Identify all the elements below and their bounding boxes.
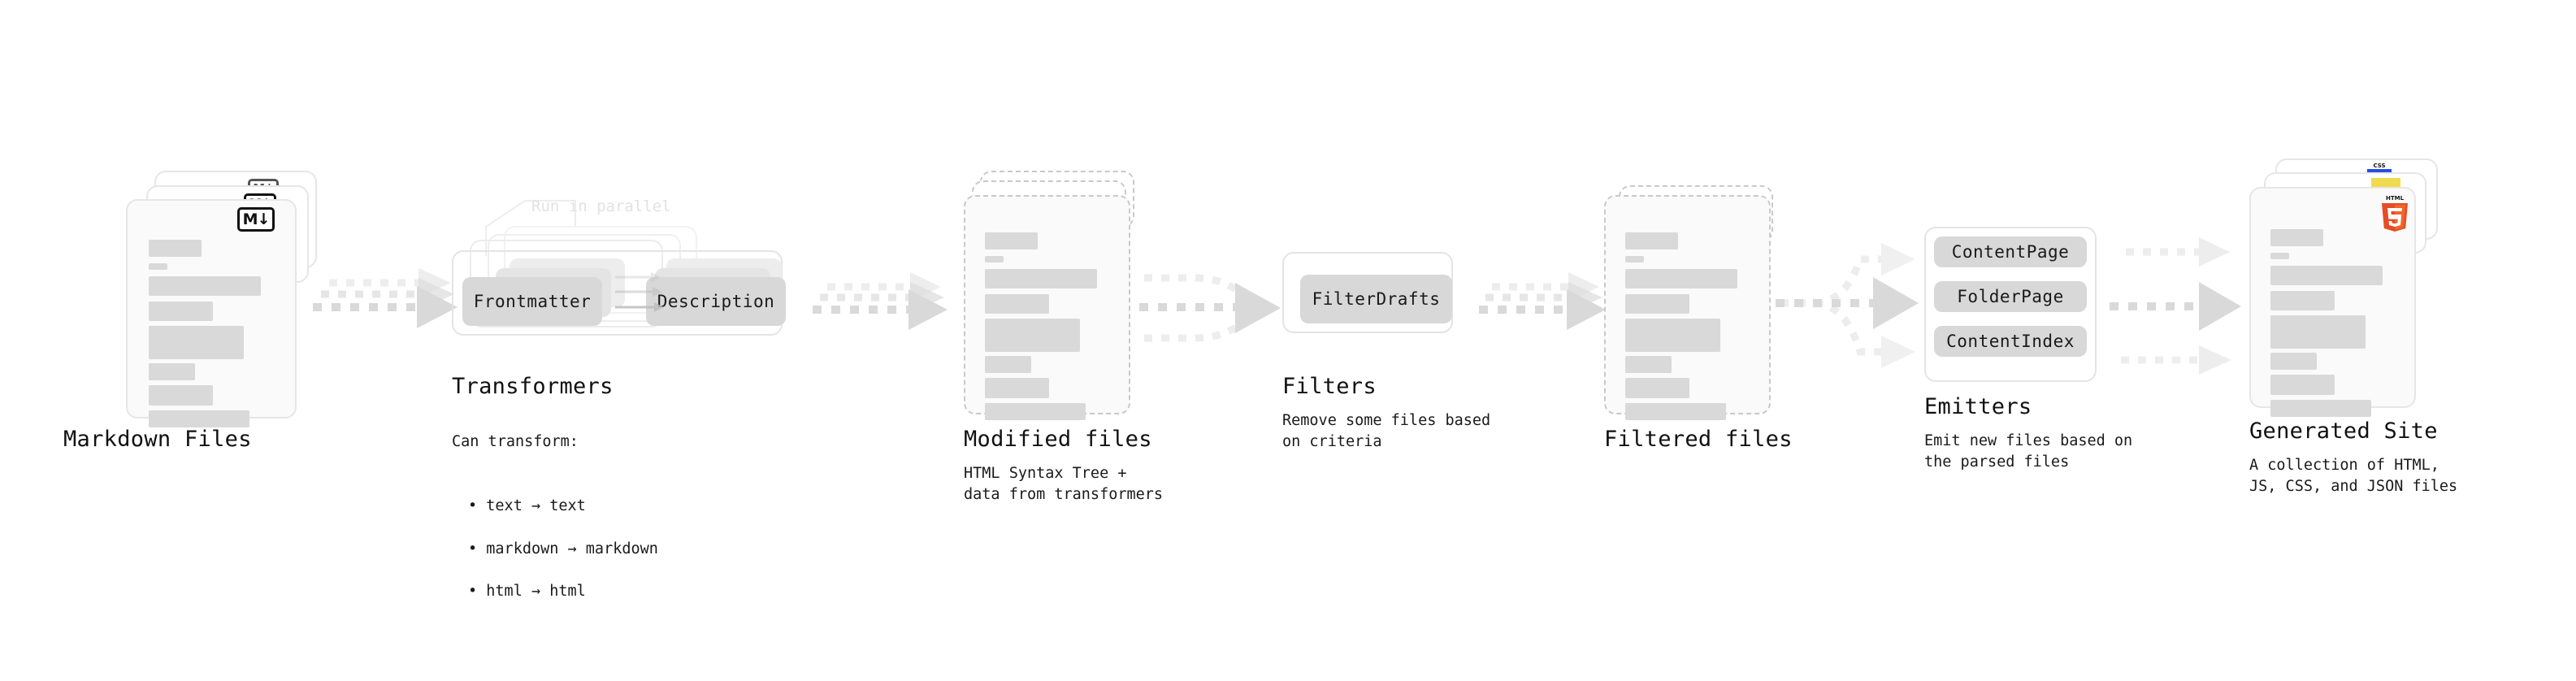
- generated-card-front: [2249, 187, 2416, 417]
- stage-title-filtered-files: Filtered files: [1604, 427, 1793, 452]
- skeleton-bar: [149, 263, 167, 270]
- stage-title-markdown-files: Markdown Files: [63, 427, 252, 452]
- modified-card-front: [964, 195, 1130, 420]
- skeleton-bar: [149, 363, 195, 380]
- skeleton-bar: [1625, 269, 1737, 288]
- transformers-subtitle-heading: Can transform:: [452, 433, 579, 451]
- transformer-chip-description[interactable]: Description: [646, 277, 786, 326]
- filters-subtitle: Remove some files based on criteria: [1282, 412, 1491, 451]
- skeleton-bar: [1625, 356, 1672, 373]
- skeleton-bar: [2270, 266, 2383, 285]
- filtered-card-front: [1604, 195, 1771, 420]
- transformers-subtitle: Can transform: text → text markdown → ma…: [452, 410, 712, 645]
- skeleton-bar: [149, 240, 202, 257]
- markdown-badge: M↓: [237, 207, 275, 232]
- arrow-markdown-to-transformers: [313, 268, 458, 328]
- html5-icon: HTML: [2378, 193, 2412, 232]
- skeleton-bar: [149, 385, 213, 406]
- stage-title-modified-files: Modified files: [964, 427, 1152, 452]
- filter-chip-filterdrafts[interactable]: FilterDrafts: [1300, 275, 1452, 323]
- transformers-capability-item: text → text: [468, 496, 712, 517]
- emitter-chip-folderpage[interactable]: FolderPage: [1934, 281, 2087, 312]
- transformer-chip-frontmatter[interactable]: Frontmatter: [462, 277, 602, 326]
- stage-title-emitters: Emitters: [1924, 394, 2032, 419]
- skeleton-bar: [1625, 403, 1726, 420]
- transformers-capability-item: html → html: [468, 581, 712, 602]
- stage-title-filters: Filters: [1282, 374, 1377, 399]
- run-in-parallel-label: Run in parallel: [531, 197, 671, 215]
- skeleton-bar: [2270, 375, 2335, 395]
- skeleton-bar: [1625, 319, 1720, 352]
- arrow-modified-files-to-filters: [1139, 274, 1281, 342]
- skeleton-bar: [149, 410, 249, 427]
- skeleton-bar: [985, 319, 1080, 352]
- skeleton-bar: [149, 276, 261, 296]
- arrow-filtered-files-to-emitters: [1776, 243, 1919, 368]
- emitter-chip-contentindex[interactable]: ContentIndex: [1934, 326, 2087, 357]
- transformers-capability-list: text → text markdown → markdown html → h…: [452, 475, 712, 624]
- skeleton-bar: [2270, 400, 2371, 417]
- modified-files-subtitle: HTML Syntax Tree + data from transformer…: [964, 465, 1164, 504]
- skeleton-bar: [1625, 378, 1689, 398]
- run-in-parallel-leader-line: [485, 200, 576, 256]
- css-badge: CSS: [2367, 163, 2392, 172]
- arrow-transformers-to-modified-files: [813, 272, 948, 330]
- skeleton-bar: [1625, 232, 1678, 249]
- transformer-inner-arrows: [615, 272, 664, 312]
- skeleton-bar: [2270, 315, 2366, 349]
- skeleton-bar: [985, 256, 1004, 262]
- skeleton-bar: [985, 356, 1031, 373]
- arrow-emitters-to-generated-site: [2110, 237, 2241, 375]
- skeleton-bar: [149, 326, 244, 359]
- skeleton-bar: [1625, 256, 1644, 262]
- markdown-card-front: [126, 199, 297, 427]
- skeleton-bar: [2270, 291, 2335, 310]
- filters-group: [1282, 252, 1453, 333]
- skeleton-bar: [985, 269, 1097, 288]
- skeleton-bar: [985, 403, 1086, 420]
- skeleton-bar: [985, 232, 1038, 249]
- stage-title-generated-site: Generated Site: [2249, 419, 2438, 444]
- stage-title-transformers: Transformers: [452, 374, 614, 399]
- arrow-filters-to-filtered-files: [1479, 272, 1606, 330]
- skeleton-bar: [985, 294, 1049, 314]
- emitters-group: [1924, 227, 2097, 382]
- skeleton-bar: [1625, 294, 1689, 314]
- emitter-chip-contentpage[interactable]: ContentPage: [1934, 236, 2087, 267]
- emitters-subtitle: Emit new files based on the parsed files: [1924, 432, 2133, 471]
- skeleton-bar: [2270, 229, 2323, 246]
- skeleton-bar: [149, 301, 213, 321]
- skeleton-bar: [985, 378, 1049, 398]
- generated-site-subtitle: A collection of HTML, JS, CSS, and JSON …: [2249, 457, 2458, 496]
- transformers-capability-item: markdown → markdown: [468, 539, 712, 560]
- skeleton-bar: [2270, 253, 2289, 259]
- skeleton-bar: [2270, 353, 2317, 370]
- svg-text:HTML: HTML: [2386, 195, 2405, 202]
